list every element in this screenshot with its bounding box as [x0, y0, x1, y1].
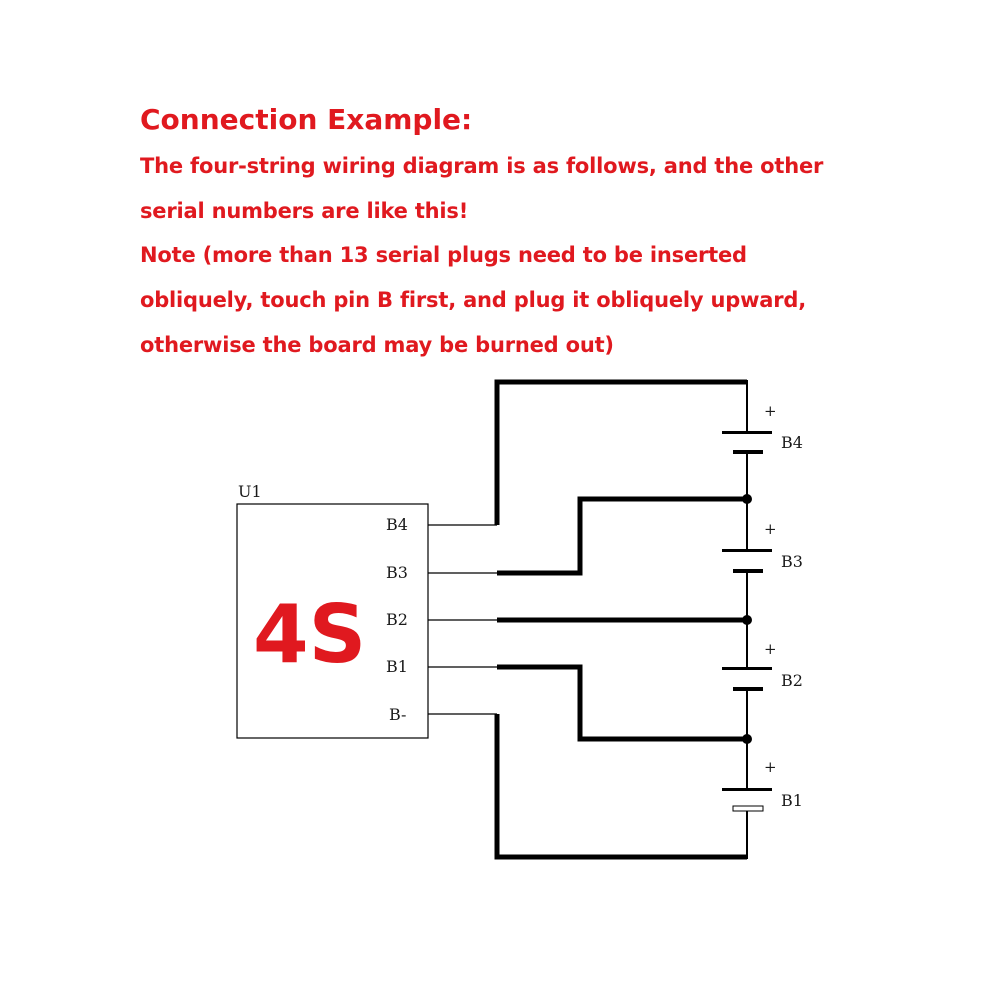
cell-label-b4: B4 — [781, 433, 803, 452]
chip-model-label: 4S — [253, 588, 366, 681]
pin-label-b-minus: B- — [389, 705, 406, 724]
connection-example-heading: Connection Example: — [140, 103, 473, 136]
pin-label-b2: B2 — [386, 610, 408, 629]
cell-b3-plus-sign: + — [764, 520, 777, 538]
wire-b3 — [497, 496, 747, 576]
cell-b4-positive-plate — [722, 431, 772, 434]
wire-b4 — [494, 379, 747, 525]
junction-b1 — [742, 734, 752, 744]
wire-b1 — [497, 664, 747, 742]
wire-b-minus — [494, 714, 747, 860]
cell-label-b3: B3 — [781, 552, 803, 571]
pin-label-b1: B1 — [386, 657, 408, 676]
pin-label-b4: B4 — [386, 515, 408, 534]
cell-b3-negative-plate — [733, 569, 763, 573]
cell-label-b2: B2 — [781, 671, 803, 690]
description-line-1: The four-string wiring diagram is as fol… — [140, 154, 824, 178]
description-line-2: serial numbers are like this! — [140, 199, 469, 223]
note-line-3: otherwise the board may be burned out) — [140, 333, 614, 357]
pin-label-b3: B3 — [386, 563, 408, 582]
cell-b1-positive-plate — [722, 788, 772, 791]
cell-b2-positive-plate — [722, 667, 772, 670]
bms-chip-outline — [236, 503, 429, 739]
cell-b3-positive-plate — [722, 549, 772, 552]
note-line-2: obliquely, touch pin B first, and plug i… — [140, 288, 807, 312]
cell-b4-negative-plate — [733, 450, 763, 454]
cell-b2-negative-plate — [733, 687, 763, 691]
junction-b3 — [742, 494, 752, 504]
cell-b4-plus-sign: + — [764, 402, 777, 420]
junction-b2 — [742, 615, 752, 625]
cell-b1-plus-sign: + — [764, 758, 777, 776]
cell-b2-plus-sign: + — [764, 640, 777, 658]
chip-reference-label: U1 — [238, 482, 262, 501]
cell-b1-negative-plate — [732, 805, 764, 812]
note-line-1: Note (more than 13 serial plugs need to … — [140, 243, 747, 267]
cell-label-b1: B1 — [781, 791, 803, 810]
